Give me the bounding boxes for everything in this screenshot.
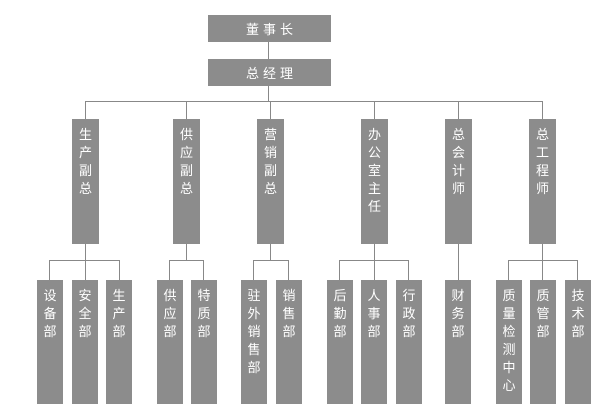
unit-box[interactable]: 行政部 <box>396 280 422 404</box>
connector-chairman-gm <box>268 42 269 59</box>
connector-sub-2-h <box>253 260 289 261</box>
dept-label: 办公室主任 <box>367 128 381 215</box>
connector-sub-3a <box>339 260 340 280</box>
unit-label: 质量检测中心 <box>502 289 516 394</box>
unit-label: 后勤部 <box>333 289 347 340</box>
unit-box[interactable]: 质管部 <box>530 280 556 404</box>
unit-label: 驻外销售部 <box>247 289 261 376</box>
connector-sub-2-v <box>270 244 271 260</box>
unit-label: 安全部 <box>78 289 92 340</box>
chairman-label: 董事长 <box>245 23 297 38</box>
connector-sub-2b <box>288 260 289 280</box>
unit-label: 设备部 <box>43 289 57 340</box>
connector-dept-3 <box>374 101 375 119</box>
dept-box-accountant[interactable]: 总会计师 <box>445 119 472 244</box>
connector-sub-5-v <box>542 244 543 260</box>
unit-label: 行政部 <box>402 289 416 340</box>
dept-box-production[interactable]: 生产副总 <box>72 119 99 244</box>
dept-box-engineer[interactable]: 总工程师 <box>529 119 556 244</box>
unit-box[interactable]: 后勤部 <box>327 280 353 404</box>
connector-dept-0 <box>85 101 86 119</box>
dept-label: 供应副总 <box>179 128 193 197</box>
unit-label: 特质部 <box>197 289 211 340</box>
connector-sub-1-h <box>169 260 204 261</box>
connector-sub-0c <box>119 260 120 280</box>
unit-box[interactable]: 供应部 <box>157 280 183 404</box>
dept-box-marketing[interactable]: 营销副总 <box>257 119 284 244</box>
connector-sub-1-v <box>186 244 187 260</box>
connector-sub-5c <box>577 260 578 280</box>
unit-box[interactable]: 技术部 <box>565 280 591 404</box>
dept-box-office[interactable]: 办公室主任 <box>361 119 388 244</box>
connector-sub-0-h <box>49 260 120 261</box>
unit-box[interactable]: 销售部 <box>276 280 302 404</box>
unit-box[interactable]: 质量检测中心 <box>496 280 522 404</box>
dept-box-supply[interactable]: 供应副总 <box>173 119 200 244</box>
chairman-box[interactable]: 董事长 <box>208 15 331 42</box>
connector-gm-bus <box>268 86 269 101</box>
connector-dept-2 <box>270 101 271 119</box>
dept-label: 生产副总 <box>78 128 92 197</box>
connector-dept-5 <box>542 101 543 119</box>
unit-label: 供应部 <box>163 289 177 340</box>
connector-sub-5a <box>508 260 509 280</box>
unit-label: 生产部 <box>112 289 126 340</box>
unit-box[interactable]: 特质部 <box>191 280 217 404</box>
unit-box[interactable]: 人事部 <box>361 280 387 404</box>
connector-sub-1a <box>169 260 170 280</box>
connector-sub-3-v <box>374 244 375 260</box>
connector-sub-3b <box>374 260 375 280</box>
connector-sub-0a <box>49 260 50 280</box>
connector-dept-4 <box>458 101 459 119</box>
dept-label: 总会计师 <box>451 128 465 197</box>
general-manager-box[interactable]: 总经理 <box>208 59 331 86</box>
general-manager-label: 总经理 <box>245 67 297 82</box>
unit-label: 人事部 <box>367 289 381 340</box>
connector-sub-3c <box>408 260 409 280</box>
unit-box[interactable]: 设备部 <box>37 280 63 404</box>
connector-sub-5b <box>542 260 543 280</box>
unit-label: 销售部 <box>282 289 296 340</box>
connector-main-bus <box>85 101 543 102</box>
dept-label: 总工程师 <box>535 128 549 197</box>
connector-sub-0b <box>85 260 86 280</box>
connector-sub-2a <box>253 260 254 280</box>
unit-label: 财务部 <box>451 289 465 340</box>
connector-sub-4-v <box>458 244 459 280</box>
dept-label: 营销副总 <box>263 128 277 197</box>
unit-box[interactable]: 生产部 <box>106 280 132 404</box>
unit-box[interactable]: 安全部 <box>72 280 98 404</box>
connector-dept-1 <box>186 101 187 119</box>
connector-sub-0-v <box>85 244 86 260</box>
unit-box[interactable]: 驻外销售部 <box>241 280 267 404</box>
connector-sub-5-h <box>508 260 578 261</box>
unit-label: 质管部 <box>536 289 550 340</box>
unit-label: 技术部 <box>571 289 585 340</box>
connector-sub-1b <box>203 260 204 280</box>
unit-box[interactable]: 财务部 <box>445 280 471 404</box>
